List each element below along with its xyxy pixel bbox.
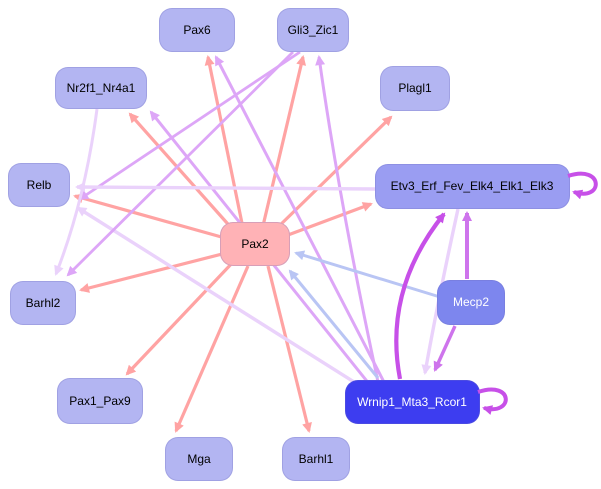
node-mecp2[interactable]: Mecp2 (437, 279, 505, 325)
edge-wrnip1-gli3_zic1 (315, 55, 380, 383)
node-barhl2[interactable]: Barhl2 (10, 281, 76, 325)
edge-pax2-plagl1 (273, 115, 393, 232)
edge-wrnip1-pax2 (288, 269, 380, 379)
node-pax1_pax9[interactable]: Pax1_Pax9 (57, 378, 143, 424)
node-relb[interactable]: Relb (8, 163, 70, 207)
edge-mecp2-pax2 (294, 250, 441, 299)
edge-pax2-mga (174, 265, 250, 433)
edge-wrnip1-relb (76, 206, 363, 389)
node-plagl1[interactable]: Plagl1 (380, 65, 450, 111)
edge-nr2f1_nr4a1-barhl2 (54, 108, 99, 276)
node-etv3[interactable]: Etv3_Erf_Fev_Elk4_Elk1_Elk3 (374, 163, 570, 209)
node-wrnip1[interactable]: Wrnip1_Mta3_Rcor1 (344, 380, 480, 424)
edge-wrnip1-pax6 (214, 55, 387, 385)
edge-gli3_zic1-relb (78, 50, 301, 201)
edge-pax2-barhl1 (266, 265, 312, 433)
node-barhl1[interactable]: Barhl1 (282, 437, 350, 481)
edge-pax2-relb (73, 193, 226, 240)
node-mga[interactable]: Mga (165, 437, 233, 481)
edge-pax2-etv3 (287, 202, 373, 237)
edge-etv3-relb (75, 182, 376, 193)
edge-pax2-pax6 (204, 55, 247, 239)
edge-pax2-nr2f1_nr4a1 (128, 112, 237, 234)
edge-pax2-pax1_pax9 (125, 258, 237, 376)
node-nr2f1_nr4a1[interactable]: Nr2f1_Nr4a1 (55, 67, 147, 109)
node-pax6[interactable]: Pax6 (159, 8, 235, 52)
edge-pax2-gli3_zic1 (260, 55, 307, 231)
edge-gli3_zic1-barhl2 (66, 51, 294, 277)
edge-wrnip1-etv3 (394, 212, 446, 380)
node-pax2[interactable]: Pax2 (220, 222, 290, 266)
edge-pax2-barhl2 (79, 250, 231, 293)
edge-mecp2-wrnip1 (433, 325, 457, 372)
node-gli3_zic1[interactable]: Gli3_Zic1 (277, 8, 349, 52)
